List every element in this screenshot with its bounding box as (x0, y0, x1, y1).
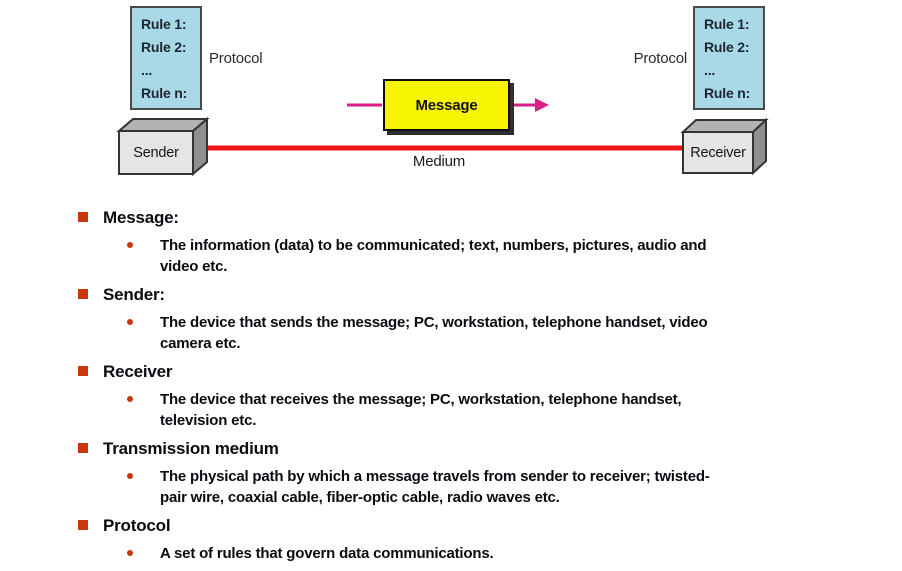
square-bullet-icon (78, 289, 88, 299)
bullet-heading-row: Receiver (0, 361, 902, 383)
protocol-rules-box-left: Rule 1: Rule 2: ... Rule n: (130, 6, 202, 110)
bullet-detail-row: The physical path by which a message tra… (0, 466, 902, 508)
bullet-title: Sender: (103, 285, 165, 304)
protocol-label-left: Protocol (209, 50, 263, 67)
rule-line: Rule 2: (141, 39, 187, 55)
protocol-label-right: Protocol (633, 50, 688, 67)
bullet-section-protocol: Protocol A set of rules that govern data… (0, 515, 902, 564)
message-box: Message (383, 79, 510, 131)
dot-bullet-icon (127, 396, 133, 402)
dot-bullet-icon (127, 242, 133, 248)
receiver-box-front-face (682, 131, 754, 174)
bullet-section-message: Message: The information (data) to be co… (0, 207, 902, 277)
dot-bullet-icon (127, 319, 133, 325)
bullet-section-transmission-medium: Transmission medium The physical path by… (0, 438, 902, 508)
bullet-heading-row: Protocol (0, 515, 902, 537)
diagram-shapes (116, 98, 769, 177)
protocol-rules-box-right: Rule 1: Rule 2: ... Rule n: (693, 6, 765, 110)
bullet-detail: The physical path by which a message tra… (160, 468, 710, 506)
bullet-title: Message: (103, 208, 179, 227)
bullet-title: Protocol (103, 516, 171, 535)
message-box-label: Message (415, 96, 478, 114)
bullet-detail: The information (data) to be communicate… (160, 237, 707, 275)
square-bullet-icon (78, 212, 88, 222)
sender-box (116, 116, 210, 177)
square-bullet-icon (78, 520, 88, 530)
sender-box-front-face (118, 130, 194, 175)
receiver-box (680, 117, 769, 176)
square-bullet-icon (78, 366, 88, 376)
bullet-detail: The device that sends the message; PC, w… (160, 314, 708, 352)
rule-line: Rule n: (704, 85, 751, 101)
dot-bullet-icon (127, 550, 133, 556)
bullet-title: Transmission medium (103, 439, 279, 458)
rule-line: Rule 1: (704, 16, 750, 32)
rule-line: ... (704, 62, 716, 78)
dot-bullet-icon (127, 473, 133, 479)
bullet-detail-row: The device that receives the message; PC… (0, 389, 902, 431)
square-bullet-icon (78, 443, 88, 453)
rule-line: Rule n: (141, 85, 188, 101)
bullet-section-sender: Sender: The device that sends the messag… (0, 284, 902, 354)
bullet-detail-row: A set of rules that govern data communic… (0, 543, 902, 564)
bullet-heading-row: Sender: (0, 284, 902, 306)
bullet-detail: The device that receives the message; PC… (160, 391, 682, 429)
bullet-section-receiver: Receiver The device that receives the me… (0, 361, 902, 431)
bullet-title: Receiver (103, 362, 173, 381)
bullet-heading-row: Message: (0, 207, 902, 229)
bullet-heading-row: Transmission medium (0, 438, 902, 460)
data-communication-diagram: Rule 1: Rule 2: ... Rule n: Rule 1: Rule… (0, 0, 902, 200)
rule-line: Rule 2: (704, 39, 750, 55)
sender-label: Sender (133, 144, 179, 161)
rule-line: Rule 1: (141, 16, 187, 32)
bullet-detail-row: The device that sends the message; PC, w… (0, 312, 902, 354)
rule-line: ... (141, 62, 153, 78)
medium-label: Medium (412, 153, 466, 170)
receiver-label: Receiver (690, 144, 746, 161)
bullet-detail: A set of rules that govern data communic… (160, 545, 494, 562)
bullet-list: Message: The information (data) to be co… (0, 205, 902, 571)
bullet-detail-row: The information (data) to be communicate… (0, 235, 902, 277)
message-out-arrowhead-icon (535, 98, 549, 112)
